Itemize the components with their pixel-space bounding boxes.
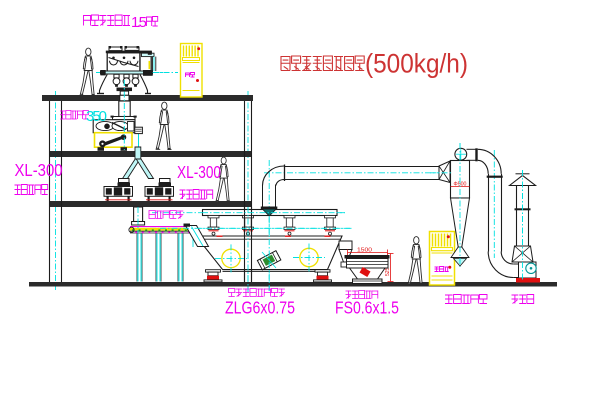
svg-text:350: 350 <box>86 108 107 125</box>
svg-text:ZLG6x0.75: ZLG6x0.75 <box>225 298 295 318</box>
svg-text:XL-300: XL-300 <box>15 160 63 180</box>
svg-text:1500: 1500 <box>357 248 372 254</box>
svg-text:Φ500: Φ500 <box>454 182 467 188</box>
svg-text:XL-300: XL-300 <box>177 162 221 182</box>
svg-text:(500kg/h): (500kg/h) <box>365 49 468 79</box>
svg-text:525: 525 <box>385 267 391 276</box>
svg-text:1.5: 1.5 <box>131 14 147 31</box>
svg-text:FS0.6x1.5: FS0.6x1.5 <box>335 298 399 318</box>
